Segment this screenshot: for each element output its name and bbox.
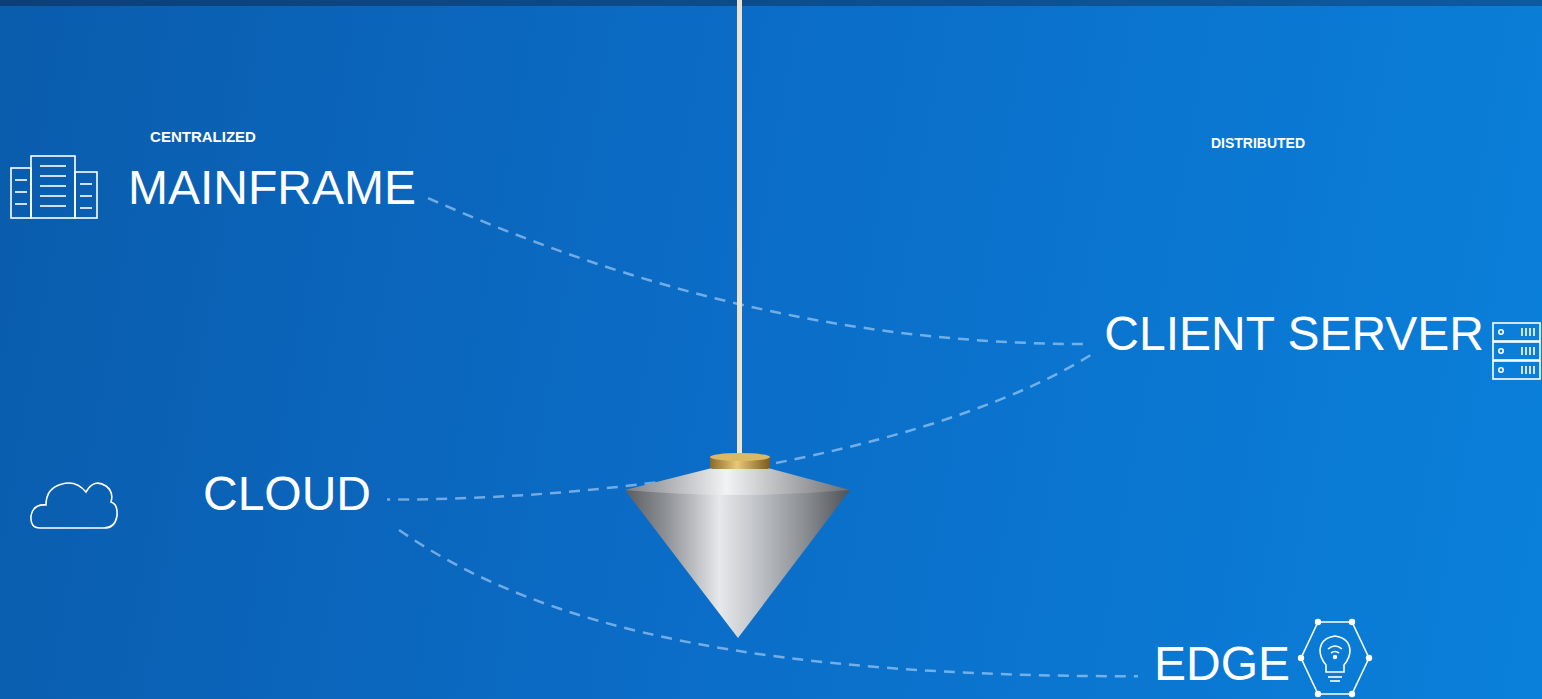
top-band <box>0 0 1542 6</box>
server-icon <box>1493 323 1540 379</box>
era-node: CLOUD <box>199 466 375 522</box>
era-label: MAINFRAME <box>128 161 416 214</box>
edge-device-icon <box>1299 620 1372 697</box>
axis-heading: CENTRALIZED <box>150 128 256 146</box>
dashed-connector <box>428 198 1088 344</box>
era-node: CLIENT SERVER <box>1100 306 1488 362</box>
era-label: EDGE <box>1154 637 1290 690</box>
era-node: EDGE <box>1150 636 1294 692</box>
era-node: MAINFRAME <box>124 160 420 216</box>
cloud-icon <box>31 483 117 528</box>
era-label: CLOUD <box>203 467 371 520</box>
era-label: CLIENT SERVER <box>1104 307 1484 360</box>
axis-heading: DISTRIBUTED <box>1211 134 1305 152</box>
mainframe-icon <box>11 156 97 218</box>
